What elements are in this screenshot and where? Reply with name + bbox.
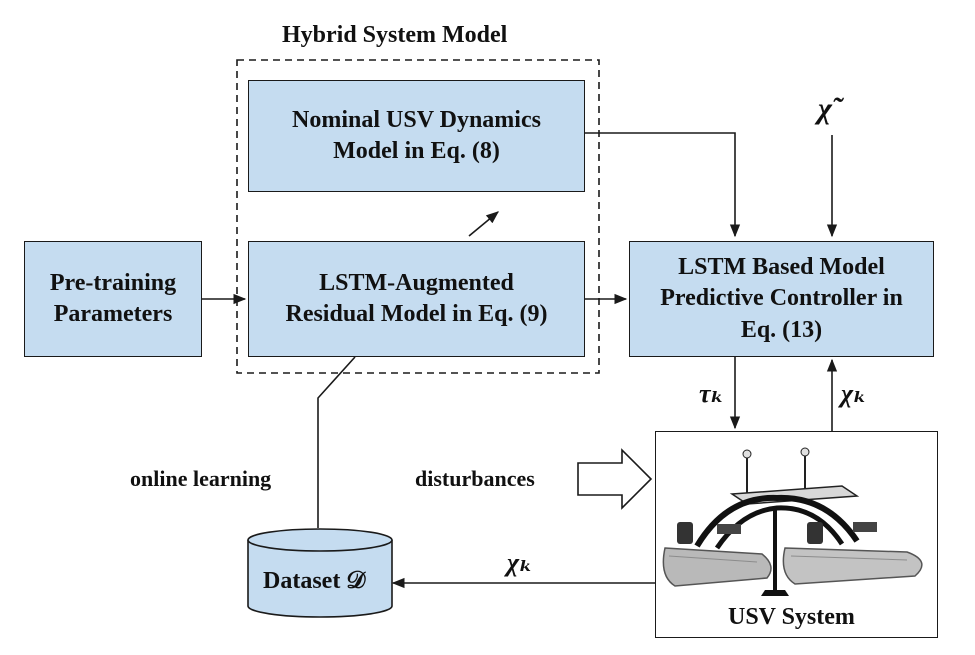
lstm-box-line2: Residual Model in Eq. (9)	[285, 301, 548, 327]
nominal-box-line2: Model in Eq. (8)	[333, 138, 500, 164]
chi-k-right-label: χₖ	[841, 379, 867, 408]
lstm-residual-box: LSTM-Augmented Residual Model in Eq. (9)	[248, 241, 585, 357]
controller-box: LSTM Based Model Predictive Controller i…	[629, 241, 934, 357]
controller-line1: LSTM Based Model	[678, 254, 885, 281]
disturbances-hollow-arrow	[577, 448, 653, 510]
chi-tilde-label: χ̃	[818, 92, 832, 125]
dataset-cylinder	[247, 528, 393, 618]
usv-system-label: USV System	[728, 604, 855, 630]
pretraining-box: Pre-training Parameters	[24, 241, 202, 357]
chi-k-bottom-label: χₖ	[507, 548, 533, 577]
arrow-nominal-to-controller	[585, 132, 741, 238]
pretraining-line1: Pre-training	[49, 269, 177, 296]
tau-k-label: τₖ	[699, 379, 725, 408]
disturbances-label: disturbances	[415, 466, 535, 491]
controller-line2: Predictive Controller in	[660, 285, 903, 312]
arrow-learning-update	[468, 211, 499, 237]
online-learning-label: online learning	[130, 466, 272, 491]
pretraining-line2: Parameters	[53, 301, 173, 327]
line-online-learning	[317, 356, 356, 528]
usv-catamaran-illustration	[662, 447, 923, 596]
lstm-box-line1: LSTM-Augmented	[319, 269, 514, 296]
controller-line3: Eq. (13)	[740, 316, 823, 343]
nominal-dynamics-box: Nominal USV Dynamics Model in Eq. (8)	[248, 80, 585, 192]
nominal-box-line1: Nominal USV Dynamics	[292, 106, 541, 133]
hybrid-group-border	[236, 59, 600, 374]
usv-system-frame: USV System	[655, 431, 938, 638]
dataset-label: Dataset 𝒟	[263, 568, 366, 594]
hybrid-system-title: Hybrid System Model	[282, 22, 508, 48]
